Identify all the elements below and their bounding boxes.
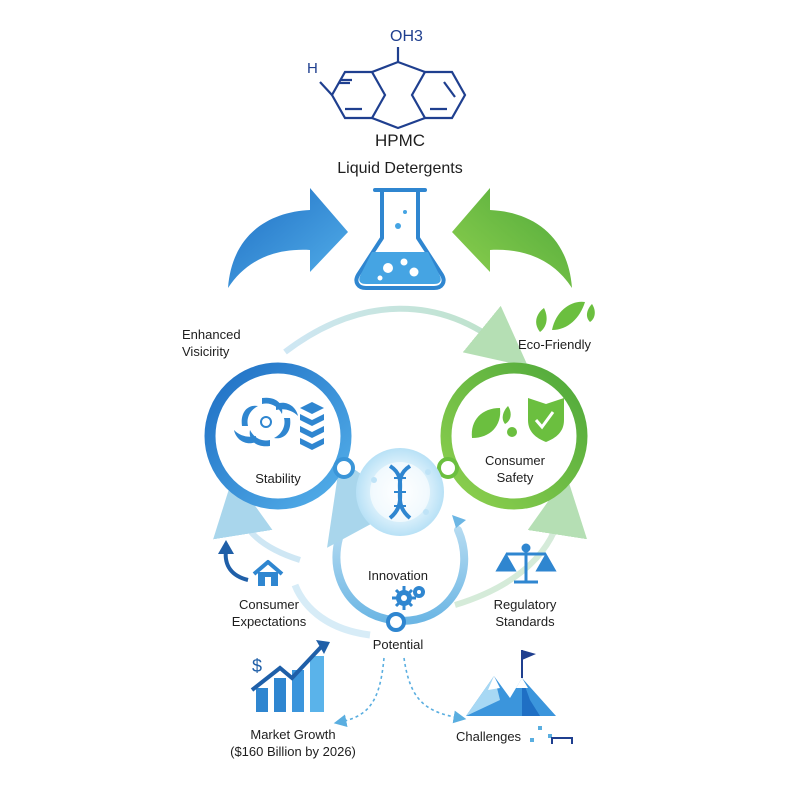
scale-icon (495, 543, 557, 584)
flask-icon (354, 188, 446, 290)
left-curved-arrow (228, 188, 348, 288)
right-curved-arrow (452, 188, 572, 288)
layers-icon (300, 402, 324, 450)
growth-chart-icon (250, 640, 330, 712)
eco-friendly-label: Eco-Friendly (518, 337, 591, 352)
innovation-label: Innovation (368, 568, 428, 583)
market-growth-label: Market Growth ($160 Billion by 2026) (230, 727, 356, 759)
molecule-oh-label: OH3 (390, 28, 423, 45)
left-lower-arrow (213, 475, 301, 563)
up-arrow-icon (223, 549, 249, 582)
page-subtitle: Liquid Detergents (337, 160, 463, 177)
expectations-arc (291, 583, 371, 639)
leaves-icon (471, 406, 517, 438)
gears-icon (392, 586, 425, 610)
leaf-drops-icon (536, 301, 595, 332)
dashed-to-market (333, 657, 385, 728)
dna-icon (356, 448, 444, 536)
mountain-flag-icon (466, 650, 556, 716)
house-icon (252, 560, 284, 586)
right-lower-arrow (454, 475, 588, 608)
enhanced-viscosity-label: Enhanced Visicirity (182, 327, 241, 359)
swirl-icon (234, 397, 298, 447)
consumer-expectations-label: Consumer Expectations (231, 597, 307, 629)
regulatory-standards-label: Regulatory Standards (493, 597, 557, 629)
molecule-icon (319, 47, 467, 130)
potential-dot (386, 612, 406, 632)
hpmc-title: HPMC (374, 131, 426, 150)
molecule-h-label: H (307, 60, 318, 77)
currency-symbol: $ (252, 656, 262, 676)
shield-check-icon (528, 398, 564, 442)
dashed-to-challenges (403, 657, 467, 724)
challenge-blocks-icon (530, 726, 573, 744)
consumer-safety-label: Consumer Safety (485, 453, 545, 485)
potential-label: Potential (372, 637, 424, 652)
top-connector-arrow (283, 305, 529, 367)
challenges-label: Challenges (456, 729, 522, 744)
stability-label: Stability (255, 471, 301, 486)
